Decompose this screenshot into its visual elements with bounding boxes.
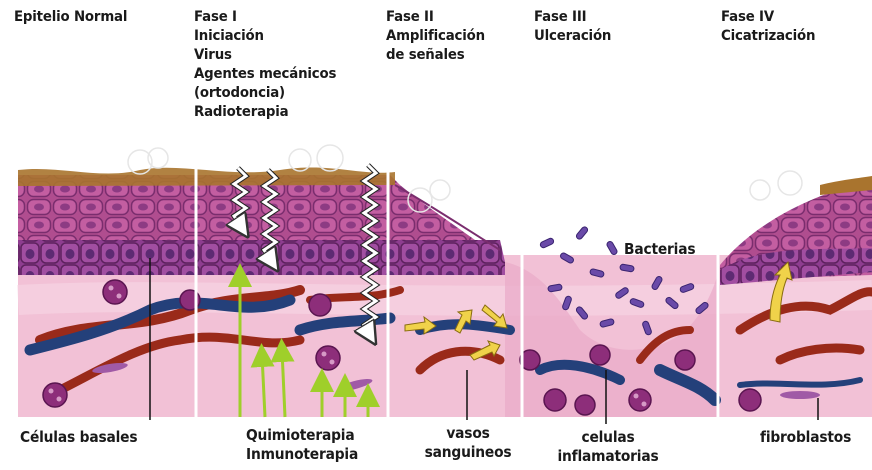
inflammatory-cells-label: celulas inflamatorias: [557, 428, 658, 466]
vessels-label: vasos sanguineos: [422, 424, 514, 462]
basal-cells-label: Células basales: [20, 428, 137, 447]
therapy-label: Quimioterapia Inmunoterapia: [246, 426, 358, 464]
stage-phase1-label: Fase I Iniciación Virus Agentes mecánico…: [194, 8, 336, 122]
fibroblasts-label: fibroblastos: [760, 428, 851, 447]
stage-phase4-label: Fase IV Cicatrización: [721, 8, 815, 46]
basal-layer: [18, 240, 505, 275]
bacteria-label: Bacterias: [624, 240, 695, 259]
stage-normal-label: Epitelio Normal: [14, 8, 127, 27]
stage-phase3-label: Fase III Ulceración: [534, 8, 611, 46]
surface-layer: [18, 167, 395, 186]
stage-phase2-label: Fase II Amplificación de señales: [386, 8, 485, 65]
